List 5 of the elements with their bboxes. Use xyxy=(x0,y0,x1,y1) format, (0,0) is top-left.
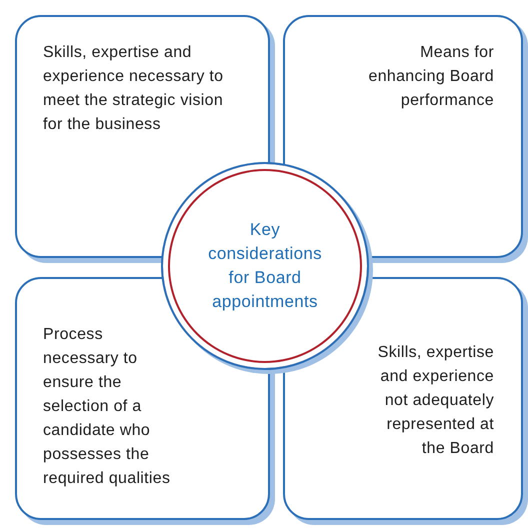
box-text: Skills, expertise and experience not adequately represented at the Board xyxy=(376,343,494,459)
circle-text: Key considerations for Board appointments xyxy=(207,219,323,313)
box-text: Process necessary to ensure the selection of a candidate who possesses the required qualities xyxy=(43,325,172,489)
box-text: Skills, expertise and experience necessary to meet the strategic vision for the business xyxy=(43,43,224,135)
box-text: Means for enhancing Board performance xyxy=(368,43,494,111)
